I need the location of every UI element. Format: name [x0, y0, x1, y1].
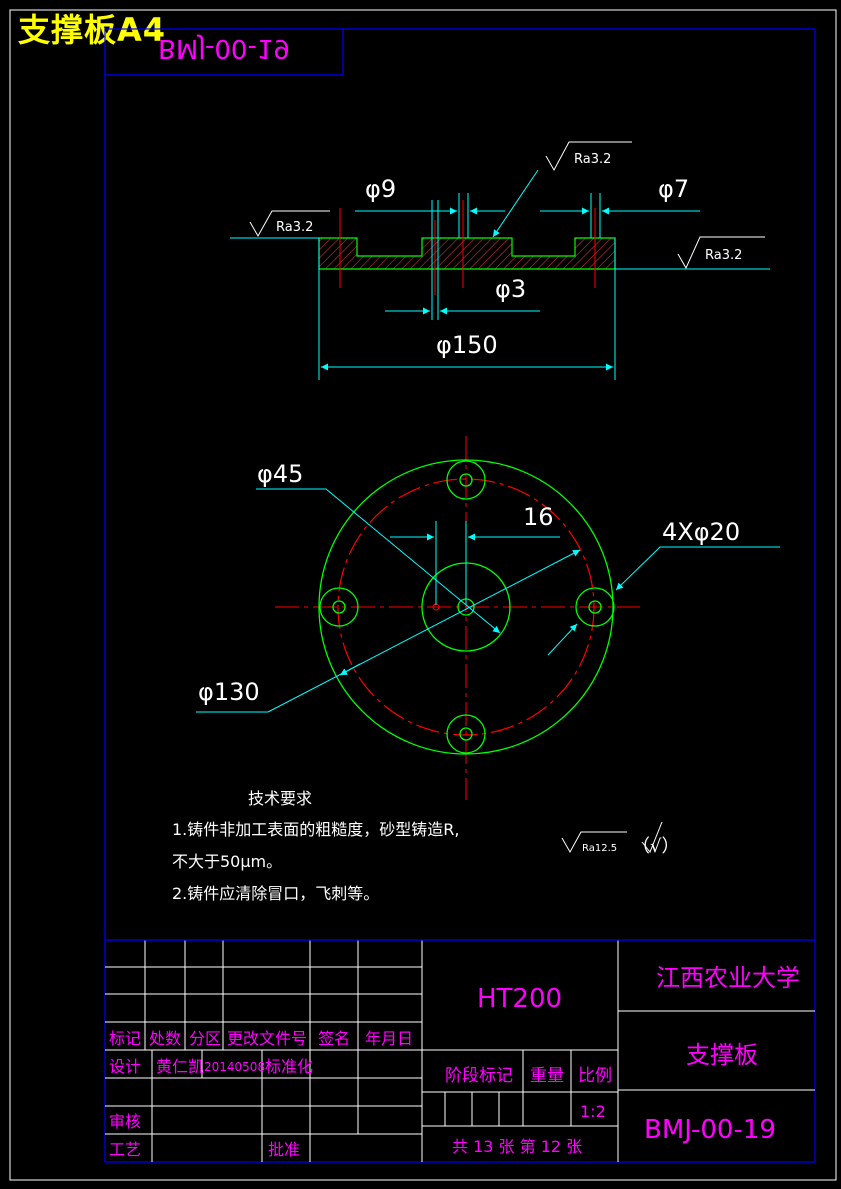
hdr-count: 处数 [149, 1029, 181, 1048]
dim-phi150: φ150 [436, 331, 498, 359]
drawing-number: BMJ-00-19 [644, 1115, 776, 1145]
hdr-sign: 签名 [318, 1029, 350, 1048]
scale: 1:2 [580, 1102, 606, 1121]
lbl-stage-mark: 阶段标记 [445, 1066, 513, 1086]
tech-heading: 技术要求 [248, 789, 312, 808]
tech-line1: 1.铸件非加工表面的粗糙度，砂型铸造R, [172, 820, 459, 839]
title-block-text: HT200 江西农业大学 支撑板 BMJ-00-19 标记 处数 分区 更改文件… [109, 964, 800, 1159]
dim-16: 16 [523, 503, 554, 531]
lbl-process: 工艺 [109, 1140, 141, 1159]
section-view: Ra3.2 Ra3.2 Ra3.2 φ9 φ7 φ3 φ150 [230, 141, 770, 854]
hdr-mark: 标记 [109, 1029, 141, 1048]
drawing-number-mirrored: BMJ-00-19 [158, 33, 290, 63]
tech-requirements: 技术要求 1.铸件非加工表面的粗糙度，砂型铸造R, 不大于50μm。 2.铸件应… [172, 789, 679, 903]
outer-circle-phi150 [318, 459, 614, 755]
outer-frame [9, 9, 837, 1181]
dim-phi7: φ7 [658, 175, 689, 203]
designer: 黄仁凯 [156, 1057, 204, 1076]
lug-top [446, 460, 486, 500]
dim-phi9: φ9 [365, 175, 396, 203]
lbl-weight: 重量 [530, 1066, 564, 1086]
lbl-scale: 比例 [578, 1066, 612, 1086]
lbl-approve: 批准 [268, 1140, 300, 1159]
roughness-note: Ra12.5 [582, 843, 617, 854]
plan-view: φ45 16 4Xφ20 φ130 [196, 436, 780, 800]
dim-4x-phi20: 4Xφ20 [662, 518, 740, 546]
part-section-hatch [318, 237, 616, 270]
design-date: 20140508 [204, 1060, 265, 1074]
roughness-top: Ra3.2 [574, 152, 611, 167]
roughness-right: Ra3.2 [705, 248, 742, 263]
roughness-paren: （√） [632, 836, 679, 857]
lug-left [319, 587, 359, 627]
title-block [105, 940, 815, 1162]
lbl-design: 设计 [109, 1057, 141, 1076]
material: HT200 [477, 984, 562, 1014]
university: 江西农业大学 [656, 964, 800, 992]
lug-bottom [446, 714, 486, 754]
tech-line2: 不大于50μm。 [172, 852, 282, 871]
sheets-info: 共 13 张 第 12 张 [452, 1137, 582, 1156]
dim-phi45: φ45 [257, 460, 303, 488]
lug-right [575, 587, 615, 627]
dim-phi3: φ3 [495, 275, 526, 303]
lbl-standardize: 标准化 [265, 1057, 313, 1076]
bolt-circle [337, 478, 595, 736]
hdr-change-doc: 更改文件号 [227, 1029, 307, 1048]
dim-phi130: φ130 [198, 678, 260, 706]
lbl-review: 审核 [109, 1112, 141, 1131]
hdr-zone: 分区 [189, 1029, 221, 1048]
sheet-title: 支撑板A4 [18, 11, 167, 49]
inner-frame [104, 28, 816, 1163]
drawing-number-box [105, 29, 344, 76]
part-name: 支撑板 [686, 1041, 758, 1069]
hdr-date: 年月日 [365, 1029, 413, 1048]
tech-line3: 2.铸件应清除冒口，飞刺等。 [172, 884, 379, 903]
roughness-left: Ra3.2 [276, 220, 313, 235]
